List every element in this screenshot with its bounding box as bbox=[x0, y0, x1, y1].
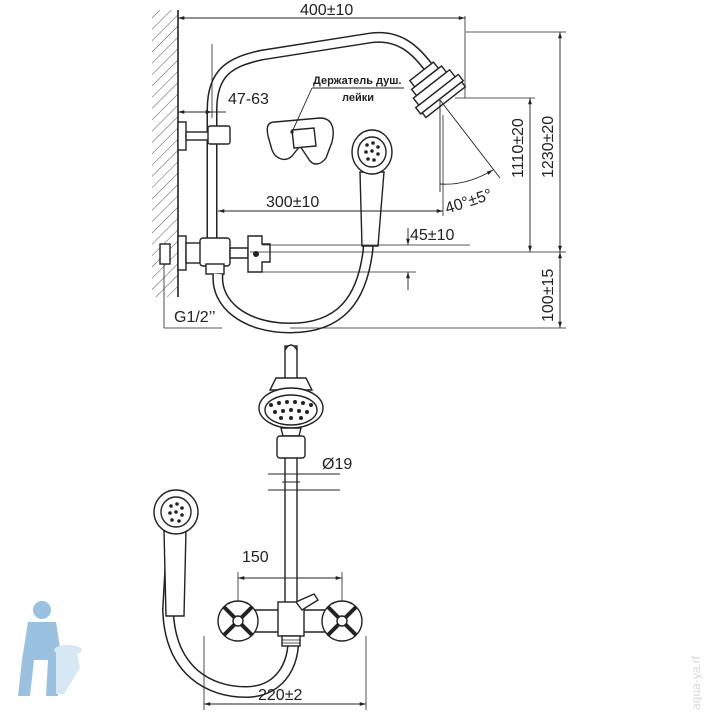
front-view: Ø19 150 bbox=[153, 344, 367, 710]
label-thread: G1/2’’ bbox=[174, 309, 216, 326]
label-45: 45±10 bbox=[410, 227, 454, 244]
mixer-body-side bbox=[177, 235, 271, 275]
dimension-300: 300±10 bbox=[218, 115, 444, 216]
holder-label-line2: лейки bbox=[342, 92, 374, 104]
wall-bracket-top bbox=[177, 121, 231, 151]
label-angle: 40°±5° bbox=[443, 186, 494, 217]
dimension-45: 45±10 bbox=[262, 227, 470, 290]
label-1110: 1110±20 bbox=[510, 118, 527, 178]
label-47-63: 47-63 bbox=[228, 91, 269, 108]
hand-shower-front bbox=[153, 489, 199, 617]
hand-shower-side bbox=[351, 129, 393, 247]
label-400: 400±10 bbox=[300, 2, 353, 19]
plumber-mascot-logo bbox=[18, 601, 82, 696]
riser-slider bbox=[276, 435, 306, 459]
dimension-diameter: Ø19 bbox=[268, 456, 352, 491]
label-1230: 1230±20 bbox=[540, 116, 557, 178]
side-view: 400±10 47-63 Держатель душ. лейки 300±10 bbox=[152, 2, 566, 334]
dimension-400: 400±10 bbox=[177, 2, 466, 98]
dimension-220: 220±2 bbox=[203, 636, 367, 710]
label-150: 150 bbox=[242, 549, 269, 566]
label-220: 220±2 bbox=[258, 687, 302, 704]
label-100: 100±15 bbox=[540, 269, 557, 322]
dimension-angle: 40°±5° bbox=[439, 99, 501, 218]
dimension-heights: 1110±20 1230±20 100±15 bbox=[250, 31, 566, 329]
dimension-thread: G1/2’’ bbox=[159, 243, 222, 329]
cross-handle-left bbox=[217, 600, 259, 642]
shower-head-front bbox=[258, 377, 324, 437]
cross-handle-right bbox=[321, 600, 363, 642]
holder-label-line1: Держатель душ. bbox=[313, 75, 401, 87]
shower-head-side bbox=[408, 61, 467, 119]
label-300: 300±10 bbox=[266, 194, 319, 211]
label-diameter: Ø19 bbox=[322, 456, 352, 473]
dimension-47-63: 47-63 bbox=[178, 44, 269, 118]
hand-shower-holder bbox=[266, 117, 334, 165]
holder-note: Держатель душ. лейки bbox=[290, 75, 404, 134]
mixer-body-front bbox=[237, 593, 343, 647]
site-watermark: aqua-ya.rf bbox=[689, 655, 703, 710]
